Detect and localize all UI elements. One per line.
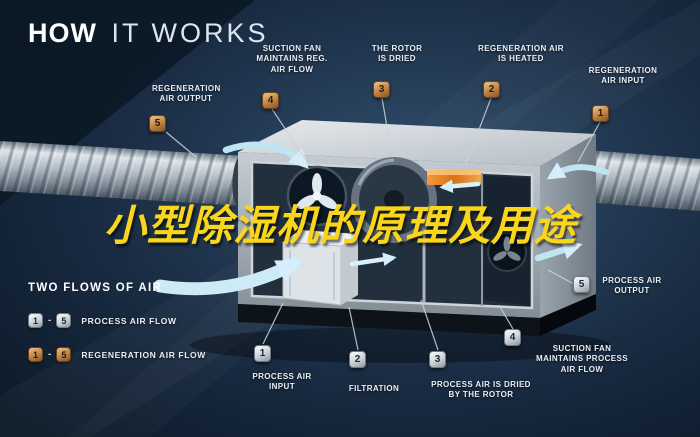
machine-base-front [238, 304, 540, 336]
marker-regeneration-1: 1 [592, 105, 609, 122]
suction-fan [286, 165, 348, 227]
airflow-arrow-process-output [534, 240, 583, 262]
marker-process-1: 1 [254, 345, 271, 362]
marker-regeneration-4: 4 [262, 92, 279, 109]
callout-label-suction-fan-reg-air: SUCTION FAN MAINTAINS REG. AIR FLOW [256, 44, 328, 74]
marker-regeneration-2: 2 [483, 81, 500, 98]
callout-label-regeneration-air-heated: REGENERATION AIR IS HEATED [478, 44, 564, 64]
page-title: HOW IT WORKS [28, 18, 269, 49]
dehumidifier-machine [238, 120, 596, 336]
leader-line-regeneration-3 [381, 97, 392, 151]
machine-top-face [238, 120, 596, 166]
marker-regeneration-5: 5 [149, 115, 166, 132]
marker-process-3: 3 [429, 351, 446, 368]
marker-regeneration-3: 3 [373, 81, 390, 98]
rotor [351, 157, 437, 243]
legend-marker-process-end: 5 [56, 313, 72, 328]
callout-label-rotor-is-dried: THE ROTOR IS DRIED [371, 44, 423, 64]
title-words-it-works: IT WORKS [111, 18, 269, 48]
leader-line-process-5 [547, 269, 575, 285]
legend-row-process-air-flow: 1 - 5 PROCESS AIR FLOW [28, 313, 206, 328]
legend-row-regeneration-air-flow: 1 - 5 REGENERATION AIR FLOW [28, 347, 206, 362]
machine-right-face [540, 134, 596, 318]
callout-label-regeneration-air-input: REGENERATION AIR INPUT [588, 66, 658, 86]
regeneration-fan-compartment [484, 176, 530, 306]
filter-box [282, 230, 358, 306]
callout-label-suction-fan-process-air: SUCTION FAN MAINTAINS PROCESS AIR FLOW [536, 344, 628, 374]
leader-lines [165, 97, 601, 351]
leader-line-process-1 [262, 302, 284, 345]
marker-process-5: 5 [573, 276, 590, 293]
fan-blades-icon [296, 173, 338, 209]
chinese-overlay-title: 小型除湿机的原理及用途 [104, 201, 578, 250]
callout-label-filtration: FILTRATION [348, 384, 400, 393]
airflow-arrow-regeneration-input [546, 162, 609, 180]
legend-range-separator: - [48, 315, 52, 326]
leader-line-regeneration-2 [465, 97, 492, 165]
legend-marker-regeneration-start: 1 [28, 347, 43, 362]
callout-label-process-air-output: PROCESS AIR OUTPUT [602, 276, 662, 296]
airflow-arrows [153, 141, 609, 296]
callout-label-regeneration-air-output: REGENERATION AIR OUTPUT [152, 84, 221, 104]
legend: TWO FLOWS OF AIR 1 - 5 PROCESS AIR FLOW … [28, 282, 206, 362]
legend-marker-process-start: 1 [28, 313, 43, 328]
legend-range-separator: - [48, 349, 52, 360]
airflow-arrow-heater-to-rotor [439, 179, 481, 193]
leader-line-regeneration-4 [271, 108, 307, 161]
airflow-arrow-through-rotor [349, 252, 397, 267]
legend-label-process-air-flow: PROCESS AIR FLOW [81, 315, 177, 326]
fan-blades-icon [493, 236, 521, 261]
machine-base-side [540, 294, 596, 336]
title-word-how: HOW [28, 18, 97, 48]
leader-line-process-2 [348, 306, 359, 351]
callout-label-process-air-dried-by-rotor: PROCESS AIR IS DRIED BY THE ROTOR [431, 380, 531, 400]
leader-line-process-3 [420, 299, 439, 351]
marker-process-2: 2 [349, 351, 366, 368]
airflow-arrow-process-input [153, 257, 302, 296]
legend-marker-regeneration-end: 5 [56, 347, 72, 362]
leader-line-process-4 [498, 304, 514, 330]
leader-line-regeneration-1 [577, 121, 601, 163]
legend-heading: TWO FLOWS OF AIR [28, 282, 163, 294]
marker-process-4: 4 [504, 329, 521, 346]
callout-label-process-air-input: PROCESS AIR INPUT [252, 372, 312, 392]
leader-line-regeneration-5 [165, 131, 197, 158]
airflow-arrow-into-fan [222, 141, 309, 169]
legend-label-regeneration-air-flow: REGENERATION AIR FLOW [81, 349, 206, 360]
